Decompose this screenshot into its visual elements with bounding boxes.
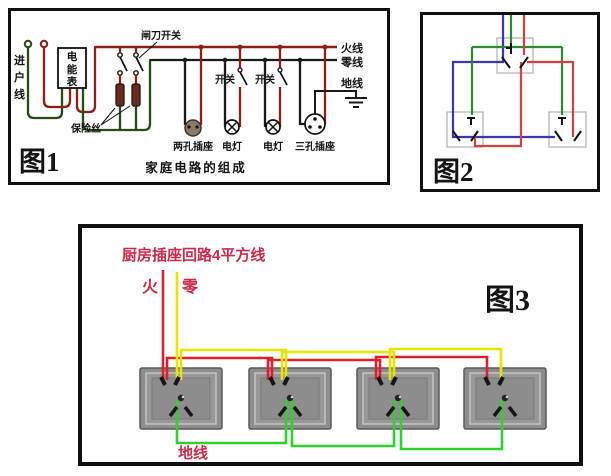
- green-wire: [470, 15, 564, 115]
- socket-4-holes: [483, 376, 518, 418]
- ground-wire-green: [175, 400, 504, 451]
- socket-1-holes: [159, 376, 194, 418]
- fuse-label: 保险丝: [70, 122, 101, 135]
- switch2-label: 开关: [255, 73, 275, 86]
- figure2-label: 图2: [433, 157, 474, 187]
- fuses: [100, 83, 141, 126]
- lamp1-switch-contact: [237, 67, 243, 73]
- figure1-caption: 家庭电路的组成: [145, 160, 247, 175]
- socket-pin-glyphs: [452, 43, 582, 142]
- knife-switch: [117, 41, 158, 84]
- neutral-wire-yellow: [175, 272, 503, 380]
- incoming-terminals: [23, 39, 49, 49]
- branch-lamp2: [263, 47, 288, 135]
- socket-2-holes: [268, 376, 303, 418]
- right-socket-box: [548, 111, 587, 148]
- lamp2-switch-contact: [277, 67, 283, 73]
- figure2-drawing: 图2: [433, 15, 587, 187]
- live-label: 火: [142, 278, 159, 296]
- neutral-label: 零: [181, 278, 199, 296]
- switch1-label: 开关: [215, 73, 235, 86]
- socket-holes: [159, 376, 518, 418]
- incoming-line-label: 进户线: [14, 55, 25, 102]
- figure3-drawing: 厨房插座回路4平方线 火 零 地线 图3: [122, 246, 547, 462]
- branch-two-hole-socket: [183, 47, 203, 137]
- ground-symbol: [345, 97, 367, 108]
- two-hole-socket-label: 两孔插座: [173, 140, 213, 153]
- live-wire-red: [161, 270, 489, 380]
- figure3-title: 厨房插座回路4平方线: [122, 246, 265, 264]
- wall-socket-2: [248, 367, 332, 430]
- fuse-left: [115, 83, 125, 107]
- neutral-wire-label: 零线: [340, 55, 363, 69]
- figure1-label: 图1: [19, 147, 60, 177]
- knife-switch-label: 闸刀开关: [141, 29, 181, 42]
- energy-meter-label: 电能表: [66, 51, 78, 89]
- lamp1-label: 电灯: [222, 140, 242, 153]
- two-hole-socket-symbol: [184, 119, 202, 137]
- three-hole-socket-label: 三孔插座: [295, 140, 335, 153]
- figure2-socket-schematic: 图2: [420, 12, 600, 192]
- ground-wire-label: 地线: [341, 76, 363, 90]
- figure3-label: 图3: [485, 284, 530, 317]
- junction-dots: [182, 44, 328, 63]
- ground-label: 地线: [178, 444, 208, 462]
- live-wire-label: 火线: [341, 41, 363, 55]
- figure1-home-circuit: 闸刀开关 保险丝 火线 零线 地线 开关 开关 两孔插座 电灯 电灯 三孔插座 …: [8, 8, 390, 185]
- schematic-socket-boxes: [446, 37, 587, 148]
- branch-lamp1: [223, 47, 248, 135]
- three-hole-socket-symbol: [304, 113, 326, 135]
- meter-loop-wires: [26, 45, 152, 132]
- branch-three-hole-socket: [298, 47, 367, 135]
- fuse-right: [131, 83, 141, 107]
- energy-meter-box: [57, 47, 87, 89]
- figure1-drawing: 闸刀开关 保险丝 火线 零线 地线 开关 开关 两孔插座 电灯 电灯 三孔插座 …: [19, 29, 367, 177]
- top-socket-box: [496, 37, 534, 74]
- figure3-kitchen-circuit: 厨房插座回路4平方线 火 零 地线 图3: [78, 224, 583, 466]
- red-wire: [473, 15, 575, 148]
- socket-3-holes: [376, 376, 411, 418]
- lamp2-label: 电灯: [263, 140, 283, 153]
